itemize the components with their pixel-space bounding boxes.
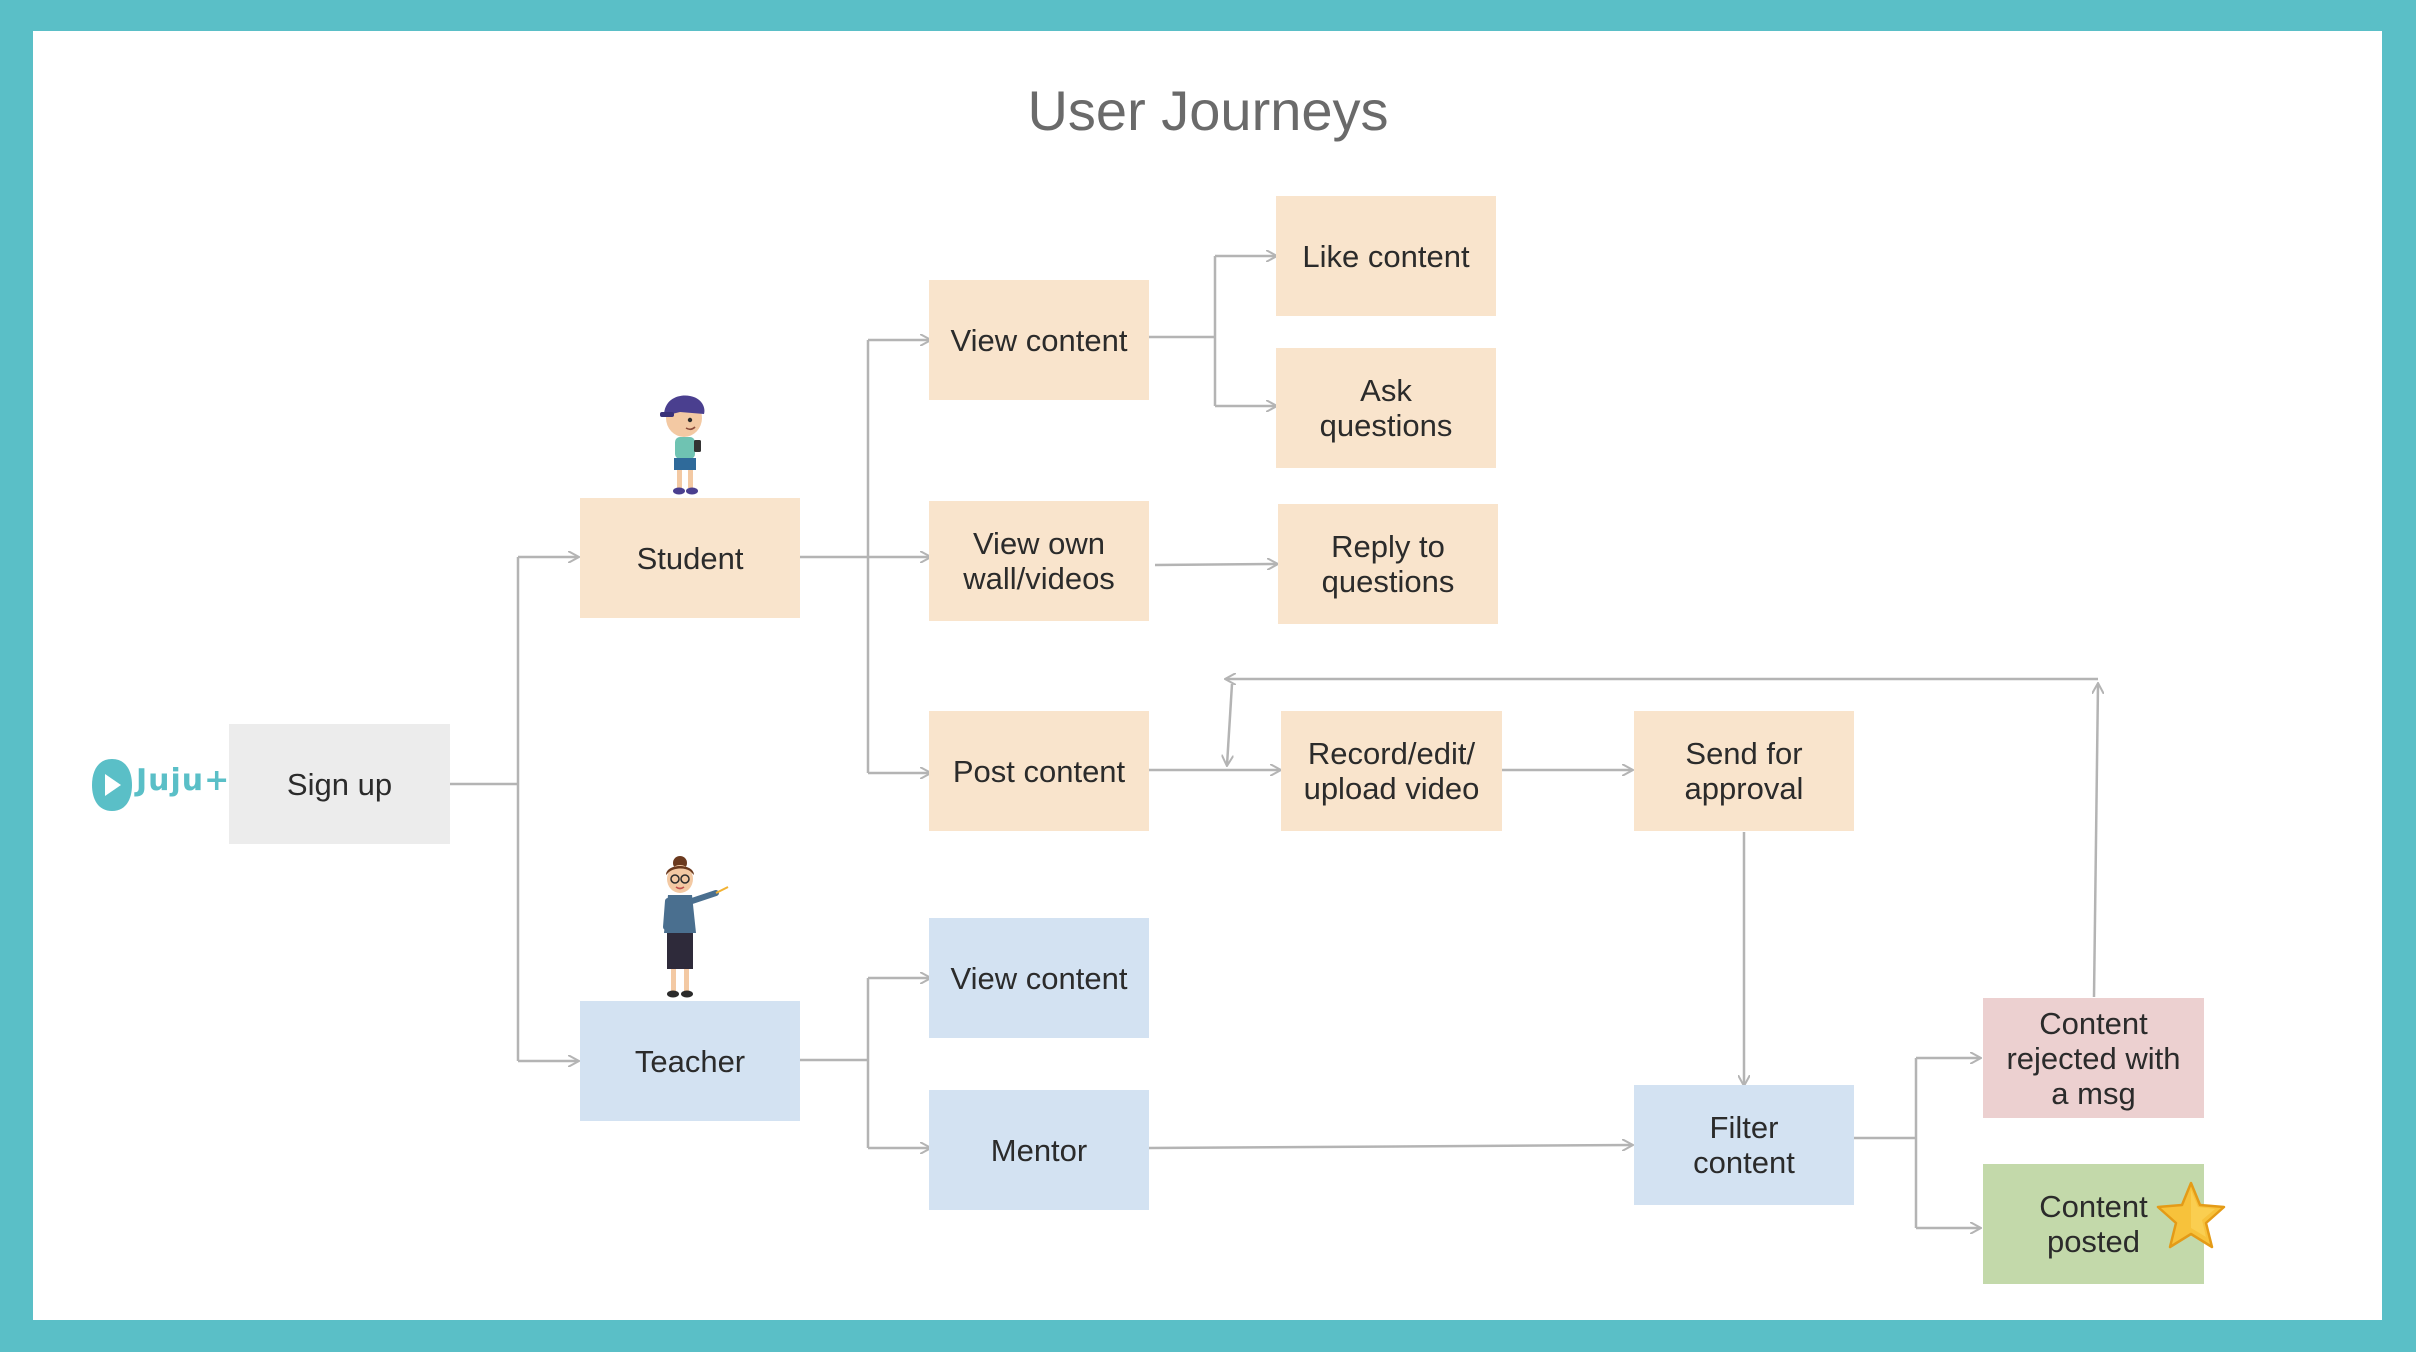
node-send-for-approval: Send for approval (1634, 711, 1854, 831)
node-content-rejected: Content rejected with a msg (1983, 998, 2204, 1118)
play-logo-icon (92, 759, 132, 811)
node-filter-content: Filter content (1634, 1085, 1854, 1205)
node-label: Ask questions (1319, 373, 1453, 443)
node-ask-questions: Ask questions (1276, 348, 1496, 468)
node-label: Content rejected with a msg (2006, 1005, 2181, 1111)
node-label: Student (636, 540, 744, 576)
star-icon (2156, 1181, 2226, 1249)
node-post-content: Post content (929, 711, 1149, 831)
node-like-content: Like content (1276, 196, 1496, 316)
node-label: View own wall/videos (963, 526, 1115, 596)
node-view-own-wall: View own wall/videos (929, 501, 1149, 621)
node-view-content: View content (929, 280, 1149, 400)
edge-rejected-up (2094, 684, 2098, 998)
node-label: Filter content (1693, 1110, 1795, 1180)
node-content-posted: Content posted (1983, 1164, 2204, 1284)
node-label: Mentor (990, 1132, 1088, 1168)
node-reply-to-questions: Reply to questions (1278, 504, 1498, 624)
node-label: View content (950, 960, 1128, 996)
node-label: Like content (1302, 238, 1470, 274)
node-label: Record/edit/ upload video (1303, 736, 1480, 806)
edge-mentor-to-filter (1148, 1145, 1632, 1148)
page-title: User Journeys (1027, 79, 1389, 142)
node-sign-up: Sign up (229, 724, 450, 844)
node-label: Send for approval (1684, 736, 1804, 806)
node-student: Student (580, 498, 800, 618)
node-mentor: Mentor (929, 1090, 1149, 1210)
node-label: Sign up (286, 766, 393, 802)
node-label: View content (950, 322, 1128, 358)
edge-to-reply (1154, 564, 1277, 565)
student-character-icon (660, 395, 705, 495)
node-label: Post content (952, 753, 1126, 789)
brand-logo: Juju+ (90, 757, 229, 817)
node-teacher: Teacher (580, 1001, 800, 1121)
node-record-upload: Record/edit/ upload video (1281, 711, 1502, 831)
node-label: Teacher (634, 1043, 746, 1079)
node-label: Content posted (2039, 1189, 2148, 1259)
node-teacher-view-content: View content (929, 918, 1149, 1038)
teacher-character-icon (663, 856, 729, 998)
node-label: Reply to questions (1321, 529, 1455, 599)
edge-feedback-down (1227, 683, 1232, 765)
logo-text: Juju+ (136, 763, 231, 798)
